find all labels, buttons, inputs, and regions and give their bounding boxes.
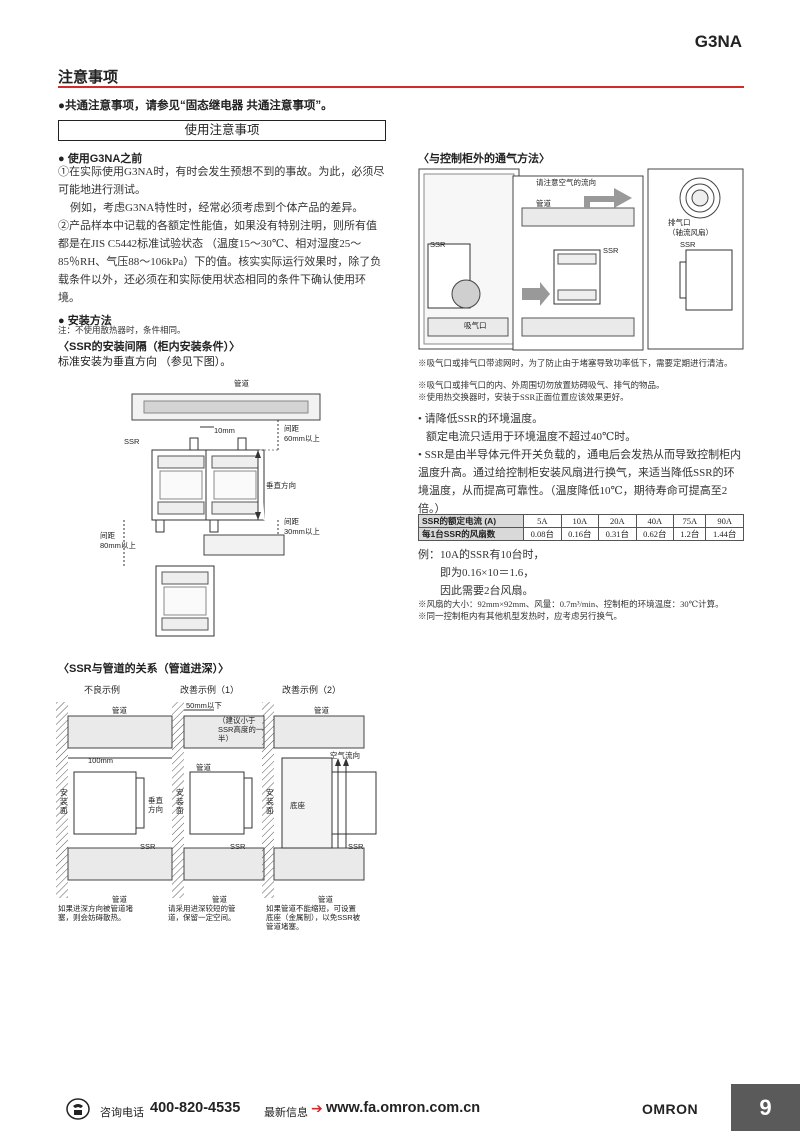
fan-cell: 1.2台 xyxy=(673,527,707,541)
vent-ssr-2: SSR xyxy=(603,246,619,255)
common-note: ●共通注意事项，请参见“固态继电器 共通注意事项”。 xyxy=(58,100,333,112)
case2-duct: 管道 xyxy=(196,763,211,772)
usage-heading-box: 使用注意事项 xyxy=(58,120,386,141)
fan-table-row-current: SSR的额定电流 (A) 5A 10A 20A 40A 75A 90A xyxy=(418,514,744,528)
install-note: 注：不使用散热器时，条件相同。 xyxy=(58,325,186,335)
current-cell: 5A xyxy=(523,514,562,528)
bullet-temp: • 请降低SSR的环境温度。 xyxy=(418,413,544,425)
fig1-gap10-label: 10mm xyxy=(214,426,235,435)
current-cell: 90A xyxy=(705,514,744,528)
case3-base: 底座 xyxy=(290,801,305,810)
bullet-temp-detail: 额定电流只适用于环境温度不超过40℃时。 xyxy=(426,431,637,443)
fan-cell: 0.31台 xyxy=(598,527,637,541)
vent-note-2: ※吸气口或排气口的内、外周围切勿放置妨碍吸气、排气的物品。 xyxy=(418,380,665,390)
fan-table-row-fans: 每1台SSR的风扇数 0.08台 0.16台 0.31台 0.62台 1.2台 … xyxy=(418,527,744,541)
fan-table-head-current: SSR的额定电流 (A) xyxy=(418,514,524,528)
case1-ssr: SSR xyxy=(140,842,156,851)
fan-cell: 1.44台 xyxy=(705,527,744,541)
fig1-ssr-label: SSR xyxy=(124,437,140,446)
example-line-1: 例：10A的SSR有10台时， xyxy=(418,549,545,561)
case2-wall: 安装面 xyxy=(176,788,184,815)
case-good1-label: 改善示例（1） xyxy=(180,685,240,695)
case2-ssr: SSR xyxy=(230,842,246,851)
vent-intake: 吸气口 xyxy=(464,321,487,330)
duct-relation-title: 〈SSR与管道的关系（管道进深）〉 xyxy=(58,663,230,675)
vent-duct: 管道 xyxy=(536,199,551,208)
case3-wall: 安装面 xyxy=(266,788,274,815)
case1-vertical: 垂直方向 xyxy=(148,796,163,814)
install-heading: ● 安装方法 xyxy=(58,315,112,327)
current-cell: 10A xyxy=(560,514,600,528)
product-code: G3NA xyxy=(694,32,742,51)
vent-note-3: ※使用热交换器时，安装于SSR正面位置应该效果更好。 xyxy=(418,392,629,402)
footer-url[interactable]: www.fa.omron.com.cn xyxy=(326,1100,481,1116)
fan-table-head-fans: 每1台SSR的风扇数 xyxy=(418,527,524,541)
fig1-vertical-label: 垂直方向 xyxy=(266,481,296,490)
fan-cell: 0.62台 xyxy=(635,527,675,541)
page-number: 9 xyxy=(731,1084,800,1131)
example-note-2: ※同一控制柜内有其他机型发热时，应考虑另行换气。 xyxy=(418,611,623,621)
case3-airflow: 空气流向 xyxy=(330,751,360,760)
ssr-unit-3 xyxy=(155,565,215,637)
example-line-3: 因此需要2台风扇。 xyxy=(440,585,534,597)
before-use-heading: ● 使用G3NA之前 xyxy=(58,153,143,165)
footer-latest-label: 最新信息 xyxy=(264,1107,308,1119)
case1-wall: 安装面 xyxy=(60,788,68,815)
case3-duct: 管道 xyxy=(314,706,329,715)
fan-table: SSR的额定电流 (A) 5A 10A 20A 40A 75A 90A 每1台S… xyxy=(418,514,744,541)
case-good2-label: 改善示例（2） xyxy=(282,685,342,695)
before-use-p2: ②产品样本中记载的各额定性能值，如果没有特别注明，则所有值都是在JIS C544… xyxy=(58,220,382,304)
vent-flow-note: 请注意空气的流向 xyxy=(536,178,596,187)
duct-depth-diagram xyxy=(56,702,377,898)
vent-ssr-3: SSR xyxy=(680,240,696,249)
arrow-right-icon: ➔ xyxy=(311,1100,323,1116)
section-title: 注意事项 xyxy=(58,69,119,86)
spacing-diagram xyxy=(123,393,321,637)
footer-phone[interactable]: 400-820-4535 xyxy=(150,1100,241,1116)
vent-note-1: ※吸气口或排气口带滤网时，为了防止由于堵塞导致功率低下，需要定期进行清洁。 xyxy=(418,358,733,368)
case3-note: 如果管道不能缩短，可设置底座（金属制），以免SSR被管道堵塞。 xyxy=(266,904,361,931)
ssr-unit-2 xyxy=(205,437,265,533)
title-rule xyxy=(58,86,744,88)
current-cell: 20A xyxy=(598,514,637,528)
fig1-gap-left: 间距 80mm以上 xyxy=(100,531,136,550)
case3-duct-bottom: 管道 xyxy=(318,895,333,904)
current-cell: 40A xyxy=(635,514,675,528)
fan-cell: 0.08台 xyxy=(523,527,562,541)
ventilation-title: 〈与控制柜外的通气方法〉 xyxy=(418,153,550,165)
case2-note: 请采用进深较短的管道，保留一定空间。 xyxy=(168,904,236,922)
ventilation-diagram xyxy=(418,168,744,351)
before-use-p1: ①在实际使用G3NA时，有时会发生预想不到的事故。为此，必须尽可能地进行测试。 xyxy=(58,166,385,196)
case2-hint: （建议小于SSR高度的一半） xyxy=(218,716,264,743)
vent-ssr-1: SSR xyxy=(430,240,446,249)
case1-depth: 100mm xyxy=(88,756,114,765)
ssr-unit-1 xyxy=(151,437,211,533)
current-cell: 75A xyxy=(673,514,707,528)
case1-note: 如果进深方向被管道堵塞，则会妨碍散热。 xyxy=(58,904,133,922)
fan-cell: 0.16台 xyxy=(560,527,600,541)
spacing-title: 〈SSR的安装间隔（柜内安装条件）〉 xyxy=(58,341,241,353)
case3-ssr: SSR xyxy=(348,842,364,851)
fig1-gap-top: 间距 60mm以上 xyxy=(284,424,320,443)
case1-duct-bottom: 管道 xyxy=(112,895,127,904)
case-bad-label: 不良示例 xyxy=(84,685,121,695)
example-note-1: ※风扇的大小：92mm×92mm、风量：0.7m³/min、控制柜的环境温度：3… xyxy=(418,599,724,609)
case2-limit: 50mm以下 xyxy=(186,701,222,710)
bullet-heat: • SSR是由半导体元件开关负载的，通电后会发热从而导致控制柜内温度升高。通过给… xyxy=(418,449,742,515)
omron-logo: OMRON xyxy=(642,1101,699,1117)
phone-icon xyxy=(66,1098,90,1120)
footer-consult-label: 咨询电话 xyxy=(100,1107,144,1119)
fig1-gap-bottom: 间距 30mm以上 xyxy=(284,517,320,536)
case2-duct-bottom: 管道 xyxy=(212,895,227,904)
case1-duct: 管道 xyxy=(112,706,127,715)
fig1-duct-label: 管道 xyxy=(234,379,249,388)
spacing-text: 标准安装为垂直方向 （参见下图）。 xyxy=(58,356,232,368)
before-use-p1b: 例如，考虑G3NA特性时，经常必须考虑到个体产品的差异。 xyxy=(70,202,364,214)
example-line-2: 即为0.16×10＝1.6， xyxy=(440,567,535,579)
vent-exhaust: 排气口 （轴流风扇） xyxy=(668,218,713,237)
